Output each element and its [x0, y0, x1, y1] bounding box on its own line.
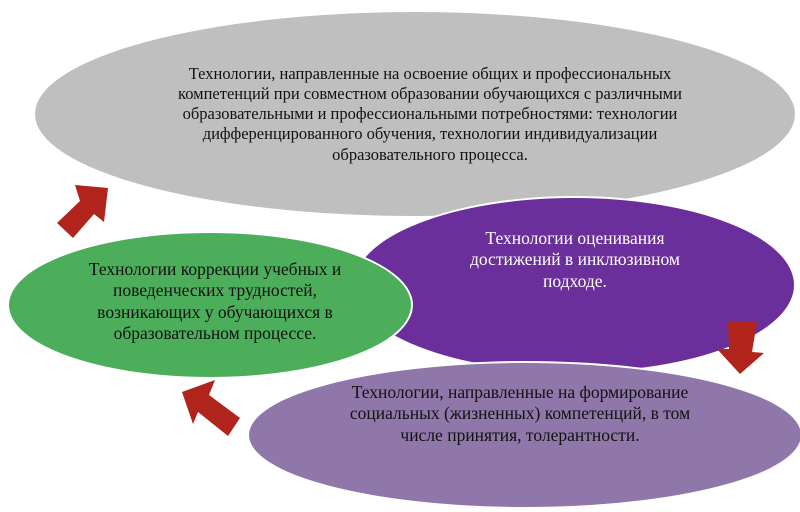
ellipse-bottom [247, 361, 800, 509]
node-right-text: Технологии оценивания достижений в инклю… [469, 228, 681, 291]
node-left-text: Технологии коррекции учебных и поведенче… [88, 259, 342, 344]
ellipse-top [35, 12, 795, 216]
arrow-down-icon [717, 322, 764, 374]
node-top-text: Технологии, направленные на освоение общ… [178, 64, 682, 164]
arrow-up-left-icon [182, 380, 240, 436]
ellipse-right [352, 196, 796, 374]
node-bottom-text: Технологии, направленные на формирование… [349, 382, 691, 445]
arrow-up-right-icon [57, 185, 108, 238]
ellipse-left [7, 231, 413, 379]
